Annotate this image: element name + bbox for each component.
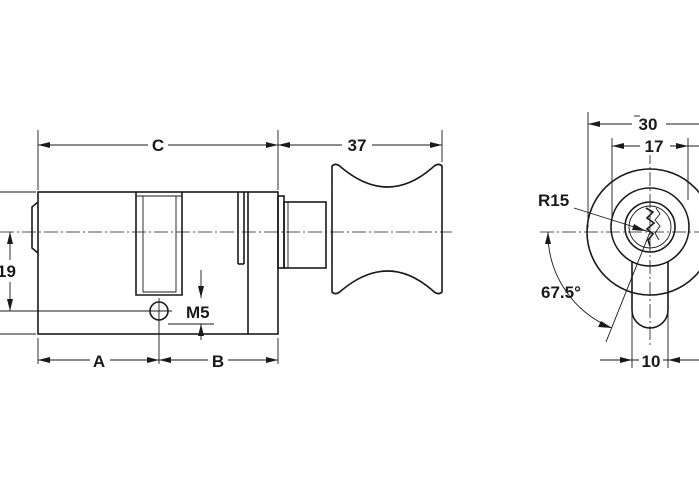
label-b: B <box>212 352 224 371</box>
label-r15: R15 <box>538 191 569 210</box>
dimension-r15: R15 <box>538 191 651 233</box>
label-37: 37 <box>348 136 367 155</box>
label-angle: 67.5° <box>541 283 581 302</box>
label-10: 10 <box>642 352 661 371</box>
dimension-b: B <box>159 350 278 371</box>
keyway-icon <box>645 207 656 247</box>
dimension-10: 10 <box>600 312 699 371</box>
dimension-17: 17 <box>611 135 699 220</box>
label-17: 17 <box>645 137 664 156</box>
dimension-c: C <box>38 134 278 155</box>
dimension-30: 30 <box>587 112 699 228</box>
side-extension-lines <box>0 130 443 364</box>
label-m5: M5 <box>186 303 210 322</box>
front-view: 30 17 R15 67.5° <box>538 112 699 371</box>
label-30: 30 <box>639 115 658 134</box>
label-a: A <box>93 352 105 371</box>
label-c: C <box>152 136 164 155</box>
side-view: C 37 19 M5 <box>0 130 452 371</box>
dimension-angle: 67.5° <box>541 231 651 343</box>
thumb-turn-knob <box>331 163 443 295</box>
dimension-a: A <box>38 350 159 371</box>
dimension-37: 37 <box>278 134 442 155</box>
dimension-m5: M5 <box>168 270 214 340</box>
dimension-19: 19 <box>0 232 146 312</box>
cylinder-body <box>31 191 279 335</box>
label-19: 19 <box>0 262 16 281</box>
